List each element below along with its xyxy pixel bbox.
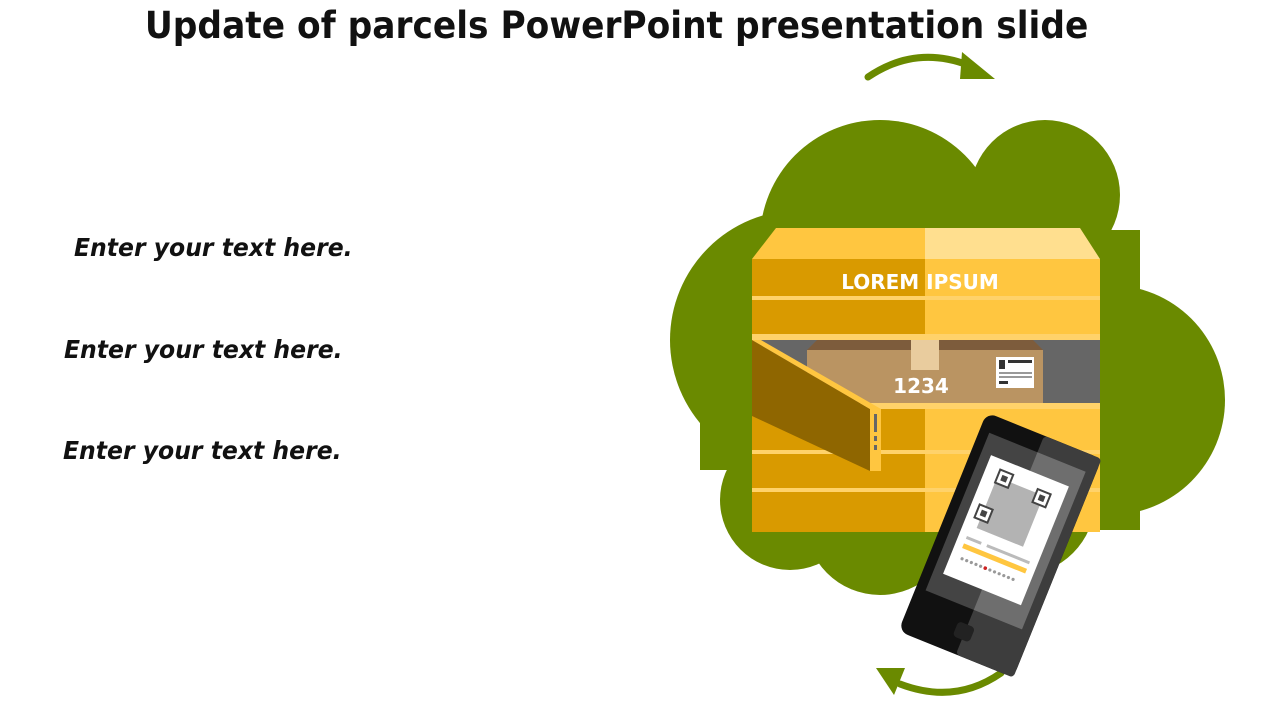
- arrow-clockwise-top-icon: [864, 52, 995, 81]
- locker-door: [752, 340, 881, 471]
- parcel-box-icon: [807, 340, 1043, 403]
- qr-code-icon: [973, 468, 1052, 547]
- parcel-number: 1234: [893, 374, 949, 398]
- shipping-label-icon: [996, 357, 1034, 388]
- bullet-text-3[interactable]: Enter your text here.: [63, 436, 342, 465]
- bullet-text-1[interactable]: Enter your text here.: [74, 233, 353, 262]
- box-label: LOREM IPSUM: [841, 270, 999, 294]
- slide-title: Update of parcels PowerPoint presentatio…: [144, 4, 1089, 47]
- bullet-text-2[interactable]: Enter your text here.: [64, 335, 343, 364]
- smartphone-icon: [901, 415, 1101, 677]
- arrow-counterclockwise-bottom-icon: [876, 668, 1005, 696]
